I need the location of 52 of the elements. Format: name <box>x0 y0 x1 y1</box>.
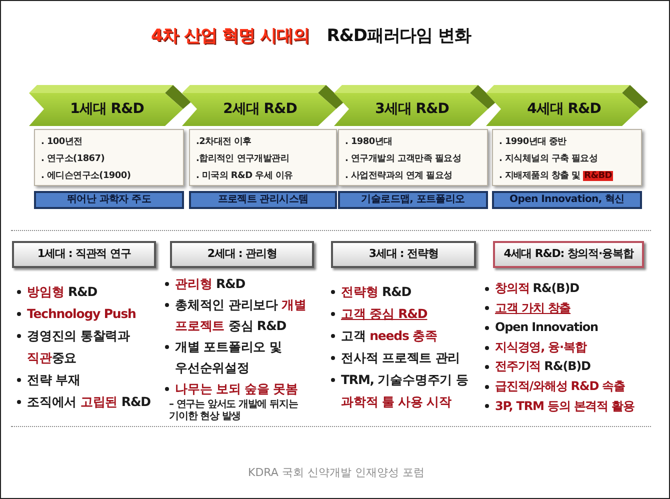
bullet-text: 전략형 R&D <box>341 283 412 301</box>
note-line: . 지배제품의 창출 및 R&BD <box>499 170 613 183</box>
stage-heading: 2세대 R&D <box>223 100 297 118</box>
section-header: 3세대 : 전략형 <box>331 241 476 268</box>
bullet-text: 지식경영, 융·복합 <box>495 338 586 356</box>
bullet-text: 방임형 R&D <box>27 283 98 301</box>
info-card <box>492 129 642 186</box>
bullet-text: Open Innovation <box>495 319 598 336</box>
note-line: .합리적인 연구개발관리 <box>196 153 289 166</box>
bullet-text: Technology Push <box>27 305 136 323</box>
bullet-text: 전사적 프로젝트 관리 <box>341 349 460 367</box>
note-line: . 사업전략과의 연계 필요성 <box>345 170 452 183</box>
note-line: . 미국의 R&D 우세 이유 <box>196 170 293 183</box>
source-caption: KDRA 국회 신약개발 인재양성 포럼 <box>248 465 424 480</box>
note-line: . 연구개발의 고객만족 필요성 <box>345 153 462 166</box>
info-card <box>189 129 337 186</box>
summary-banner: 뛰어난 과학자 주도 <box>34 191 184 209</box>
bullet-text: 창의적 R&(B)D <box>495 280 579 297</box>
bullet-text: 급진적/와해성 R&D 속출 <box>495 378 626 395</box>
stage-heading: 4세대 R&D <box>527 100 601 118</box>
summary-banner: Open Innovation, 혁신 <box>492 191 642 209</box>
stage-heading: 3세대 R&D <box>375 100 449 118</box>
section-header: 2세대 : 관리형 <box>170 241 314 268</box>
note-line: .2차대전 이후 <box>196 136 252 149</box>
bullet-text: 관리형 R&D <box>175 275 246 293</box>
note-line: . 100년전 <box>41 136 82 149</box>
bullet-text: TRM, 기술수명주기 등 과학적 툴 사용 시작 <box>341 371 470 411</box>
stage-heading: 1세대 R&D <box>70 100 144 118</box>
bullet-text: 나무는 보되 숲을 못봄 <box>175 380 298 398</box>
slide-title: 4차 산업 혁명 시대의 R&D패러다임 변화 <box>151 25 471 47</box>
bullet-text: 3P, TRM 등의 본격적 활용 <box>495 398 634 415</box>
note-line: . 에디슨연구소(1900) <box>41 170 131 183</box>
bullet-text: 전략 부재 <box>27 371 80 389</box>
sub-note: – 연구는 앞서도 개발에 뒤지는 기이한 현상 발생 <box>169 399 299 422</box>
section-header: 1세대 : 직관적 연구 <box>12 241 156 268</box>
note-line: . 지식체널의 구축 필요성 <box>499 152 598 166</box>
info-card <box>338 129 488 186</box>
note-line: . 1980년대 <box>345 136 392 149</box>
bullet-text: 경영진의 통찰력과 직관중요 <box>27 327 131 367</box>
note-line: . 1990년대 중반 <box>499 136 566 149</box>
summary-banner: 기술로드맵, 포트폴리오 <box>338 191 488 209</box>
note-line: . 연구소(1867) <box>41 153 105 166</box>
info-card <box>34 129 184 186</box>
summary-banner: 프로젝트 관리시스템 <box>189 191 337 209</box>
bullet-text: 조직에서 고립된 R&D <box>27 393 150 411</box>
section-header: 4세대 R&D: 창의적·융복합 <box>493 241 644 268</box>
bullet-text: 고객 needs 충족 <box>341 327 438 345</box>
bullet-text: 고객 가치 창출 <box>495 300 571 317</box>
bullet-text: 개별 포트폴리오 및 우선순위설정 <box>175 338 283 377</box>
bullet-text: 전주기적 R&(B)D <box>495 358 590 376</box>
bullet-text: 총체적인 관리보다 개별 프로젝트 중심 R&D <box>175 296 308 335</box>
bullet-text: 고객 중심 R&D <box>341 305 428 323</box>
